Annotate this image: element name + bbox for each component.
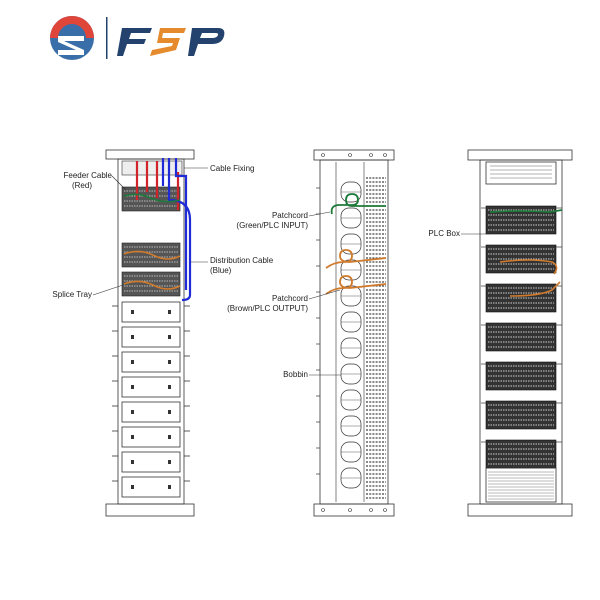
label-patchcord-green-desc: (Green/PLC INPUT) — [236, 221, 308, 230]
tray-latch — [168, 410, 171, 414]
tray-latch — [168, 310, 171, 314]
side-bolt — [348, 153, 352, 157]
splice-tray-active — [121, 242, 181, 268]
label-cable-fixing: Cable Fixing — [210, 164, 255, 173]
label-patchcord-brown: Patchcord — [271, 294, 308, 303]
splice-tray-empty — [121, 326, 181, 348]
side-bolt — [348, 508, 352, 512]
label-distribution-cable-color: (Blue) — [210, 266, 232, 275]
rack-side-view — [308, 149, 395, 517]
tray-latch — [131, 310, 134, 314]
patchcord-green — [123, 193, 181, 203]
tray-latch — [168, 335, 171, 339]
tray-latch — [168, 485, 171, 489]
tray-latch — [168, 360, 171, 364]
tray-latch — [131, 385, 134, 389]
rear-top-panel — [485, 161, 557, 185]
leader-patchcord-brown — [308, 289, 341, 300]
side-bolt — [369, 153, 373, 157]
rack-rear-view — [461, 149, 573, 517]
rear-top-cap — [467, 149, 573, 161]
side-bolt — [321, 508, 325, 512]
side-bolt — [383, 508, 387, 512]
patchcord-green-rear — [489, 209, 563, 213]
cable-fixing-bar — [121, 160, 183, 176]
tray-latch — [168, 460, 171, 464]
label-bobbin: Bobbin — [283, 370, 308, 379]
tray-latch — [131, 335, 134, 339]
leader-splice-tray — [92, 284, 124, 296]
rack-top-cap — [105, 149, 195, 160]
side-bolt — [321, 153, 325, 157]
tray-latch — [131, 435, 134, 439]
label-feeder-cable: Feeder Cable — [63, 171, 112, 180]
label-patchcord-green: Patchcord — [271, 211, 308, 220]
splice-tray-empty — [121, 451, 181, 473]
patchcord-brown — [123, 280, 181, 290]
rack-base — [105, 503, 195, 517]
label-distribution-cable: Distribution Cable — [210, 256, 274, 265]
splice-tray-empty — [121, 476, 181, 498]
tray-latch — [131, 460, 134, 464]
label-feeder-cable-color: (Red) — [71, 181, 92, 190]
patchcord-brown-rear — [499, 259, 558, 275]
patchcord-green-side — [330, 193, 386, 215]
logo-wordmark — [117, 28, 225, 56]
splice-tray-empty — [121, 301, 181, 323]
side-base — [313, 503, 395, 517]
patchcord-brown-side — [325, 275, 387, 295]
tray-latch — [131, 360, 134, 364]
splice-tray-empty — [121, 376, 181, 398]
splice-tray-empty — [121, 426, 181, 448]
side-bolt — [383, 153, 387, 157]
side-bolt — [369, 508, 373, 512]
side-top-cap — [313, 149, 395, 161]
fsp-logo — [50, 16, 225, 60]
splice-tray-empty — [121, 401, 181, 423]
rear-base — [467, 503, 573, 517]
tray-latch — [168, 385, 171, 389]
leader-feeder — [111, 175, 127, 191]
leader-patchcord-green — [308, 211, 331, 217]
tray-latch — [168, 435, 171, 439]
logo-emblem-icon — [50, 16, 94, 60]
tray-latch — [131, 485, 134, 489]
label-patchcord-brown-desc: (Brown/PLC OUTPUT) — [227, 304, 308, 313]
feeder-cable-red — [135, 161, 180, 210]
logo-divider — [106, 17, 108, 59]
label-splice-tray: Splice Tray — [52, 290, 92, 299]
label-plc-box: PLC Box — [428, 229, 460, 238]
splice-tray-empty — [121, 351, 181, 373]
rear-bottom-panel — [485, 467, 557, 503]
rack-front-view — [92, 149, 208, 517]
patchcord-brown-rear — [509, 281, 561, 297]
patchcord-brown-side — [325, 249, 387, 269]
tray-latch — [131, 410, 134, 414]
patchcord-brown — [123, 250, 181, 260]
